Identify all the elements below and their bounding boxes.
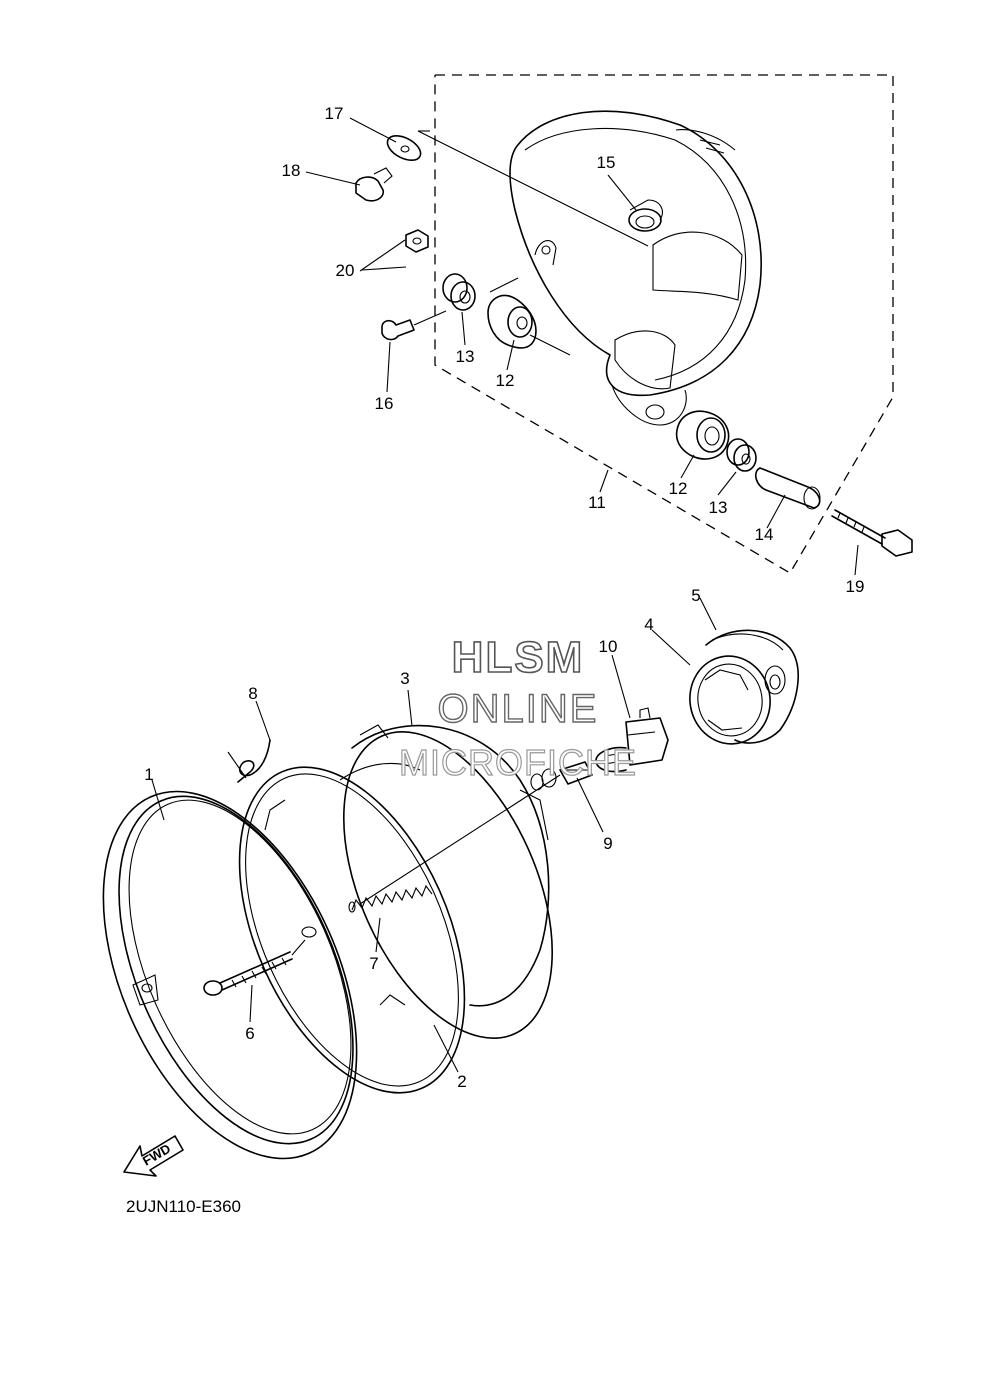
collar-14 [754, 467, 821, 510]
socket-cover-5 [705, 629, 799, 744]
bushing-13-upper [442, 273, 476, 311]
callout-18: 18 [282, 161, 301, 180]
callout-17: 17 [325, 104, 344, 123]
callout-13-upper: 13 [456, 347, 475, 366]
callout-12-lower: 12 [669, 479, 688, 498]
callout-5: 5 [691, 586, 700, 605]
washer-17 [386, 134, 422, 162]
callout-19: 19 [846, 577, 865, 596]
headlight-housing [509, 110, 762, 426]
callout-4: 4 [644, 615, 653, 634]
callout-11: 11 [588, 493, 606, 512]
watermark-line-2: ONLINE [438, 687, 599, 731]
bushing-13-lower [726, 438, 757, 472]
callout-1: 1 [144, 765, 153, 784]
diagram-code: 2UJN110-E360 [126, 1197, 241, 1216]
bulb-holder-4 [689, 655, 771, 745]
watermark-line-3: MICROFICHE [399, 742, 637, 783]
callout-2: 2 [457, 1072, 466, 1091]
callout-14: 14 [755, 525, 774, 544]
callout-13-lower: 13 [709, 498, 728, 517]
spring-7 [348, 884, 433, 913]
fwd-label: FWD [140, 1141, 173, 1169]
wire-clip-8 [227, 739, 271, 783]
screw-16 [381, 319, 415, 341]
callout-9: 9 [603, 834, 612, 853]
reflector-unit-3 [339, 724, 554, 1039]
leader-lines [151, 117, 859, 1073]
grommet-12-upper [487, 294, 537, 349]
callout-10: 10 [599, 637, 618, 656]
housing-dashed-outline [434, 74, 894, 574]
callout-labels: 17 18 20 15 13 12 16 11 12 13 14 19 5 4 … [144, 104, 864, 1091]
callout-12-upper: 12 [496, 371, 515, 390]
callout-16: 16 [375, 394, 394, 413]
bulb-10 [595, 707, 669, 773]
nut-20 [405, 229, 429, 253]
housing-assembly-group [355, 74, 894, 574]
grommet-12-lower [675, 410, 730, 460]
callout-15: 15 [597, 153, 616, 172]
callout-8: 8 [248, 684, 257, 703]
callout-7: 7 [369, 954, 378, 973]
front-rim-1 [102, 790, 358, 1160]
callout-20: 20 [336, 261, 355, 280]
grommet-15 [628, 208, 662, 232]
inner-rim-2 [238, 766, 466, 1094]
screw-6 [203, 951, 293, 996]
bolt-18 [355, 167, 393, 202]
callout-6: 6 [245, 1024, 254, 1043]
watermark: HLSM ONLINE MICROFICHE [398, 632, 637, 783]
callout-3: 3 [400, 669, 409, 688]
watermark-line-1: HLSM [452, 633, 585, 682]
fwd-arrow-icon: FWD [123, 1135, 184, 1177]
bolt-19 [831, 509, 913, 557]
